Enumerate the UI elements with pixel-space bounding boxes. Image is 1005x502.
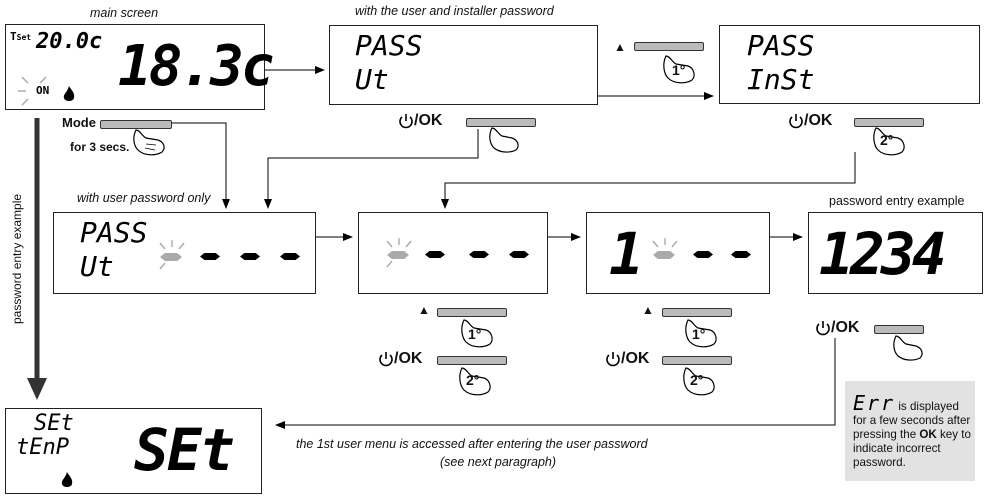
password-entry-example-vertical: password entry example [10,193,24,324]
pass-text: PASS [80,216,148,249]
digit-dash [200,253,220,260]
lcd-pass-user: PASS Ut [329,25,598,105]
flame-icon [63,86,75,101]
digit-dash [425,251,445,258]
up-button[interactable] [662,308,732,317]
finger-press-icon [489,127,519,153]
lcd-pass-installer: PASS InSt [719,25,980,104]
arrow-ok1-to-ut [264,129,479,209]
finger-press-icon [683,367,715,396]
digit-dash [240,253,260,260]
blinking-digit [387,251,409,259]
pass-text: PASS [747,29,815,62]
user-text: Ut [80,250,114,283]
finger-press-icon [461,319,493,348]
up-arrow-icon: ▲ [642,303,654,317]
ok-button[interactable] [466,118,536,127]
digit-dash [280,253,300,260]
user-text: Ut [355,63,389,96]
ok-key-label: /OK [414,112,443,129]
flame-icon [61,472,73,487]
mode-key-label: Mode [62,115,96,130]
ok-button[interactable] [874,325,924,334]
finger-press-icon [685,319,717,348]
ok-button[interactable] [662,356,732,365]
up-arrow-icon: ▲ [614,40,626,54]
finger-press-icon [663,55,695,84]
power-icon [816,321,830,336]
up-button[interactable] [437,308,507,317]
room-temperature: 18.3c [118,34,275,99]
main-screen-label: main screen [90,6,159,20]
power-icon [399,114,413,129]
tset-label: TSet [10,30,32,43]
lcd-pass-user-entry: PASS Ut [53,212,316,294]
pass-text: PASS [355,29,423,62]
user-only-label: with user password only [77,191,211,205]
digit-dash [509,251,529,258]
access-note-line2: (see next paragraph) [440,455,557,469]
entered-digit: 1 [609,220,644,288]
ok-button[interactable] [854,118,924,127]
blink-rays-icon [18,76,47,106]
finger-press-icon [893,335,923,361]
finger-number-1: 1° [468,326,482,342]
finger-number-1: 1° [692,326,706,342]
access-note-line1: the 1st user menu is accessed after ente… [296,437,648,451]
power-icon [789,114,803,129]
up-button[interactable] [634,42,704,51]
ok-key-label: /OK [621,350,650,367]
blink-rays-icon [652,238,678,248]
lcd-entry-step1 [358,212,548,294]
arrow-err-to-set [275,338,836,429]
blink-rays-icon [386,238,412,268]
error-note-box [845,381,975,481]
error-note-text: Err is displayed for a few seconds after… [853,391,971,469]
ok-button[interactable] [437,356,507,365]
arrow-main-down-head [27,378,47,400]
finger-number-1: 1° [672,62,686,78]
for-3-secs-label: for 3 secs. [70,140,130,154]
power-icon [606,352,620,367]
user-installer-label: with the user and installer password [355,4,554,18]
digit-dash [731,251,751,258]
ok-key-label: /OK [394,350,423,367]
lcd-main-screen: TSet 20.0c 18.3c ON [5,24,275,110]
digit-dash [693,251,713,258]
temp-text: tEnP [16,435,69,460]
set-big-text: SEt [134,416,235,484]
lcd-set-temp: SEt tEnP SEt [5,408,262,494]
finger-press-icon [873,127,905,156]
ok-key-label: /OK [831,319,860,336]
set-small-text: SEt [34,411,74,436]
finger-press-icon [459,367,491,396]
blinking-digit [653,251,675,259]
arrow-ok2-to-entry [441,152,856,209]
setpoint-value: 20.0c [36,29,103,54]
installer-text: InSt [747,63,815,96]
error-code: Err [853,391,896,415]
on-indicator: ON [36,84,50,97]
finger-number-2: 2° [690,372,704,388]
arrow-mode-to-ut [172,122,230,209]
password-entry-example-label: password entry example [829,194,965,208]
finger-number-2: 2° [880,132,894,148]
blinking-digit [160,253,182,261]
entered-password: 1234 [819,220,947,288]
finger-press-icon [133,129,165,156]
lcd-entry-step2: 1 [586,212,770,294]
finger-number-2: 2° [466,372,480,388]
lcd-entry-example: 1234 [808,212,983,294]
blink-rays-icon [159,240,185,270]
power-icon [379,352,393,367]
up-arrow-icon: ▲ [418,303,430,317]
digit-dash [469,251,489,258]
ok-key-label: /OK [804,112,833,129]
mode-button[interactable] [100,120,172,129]
